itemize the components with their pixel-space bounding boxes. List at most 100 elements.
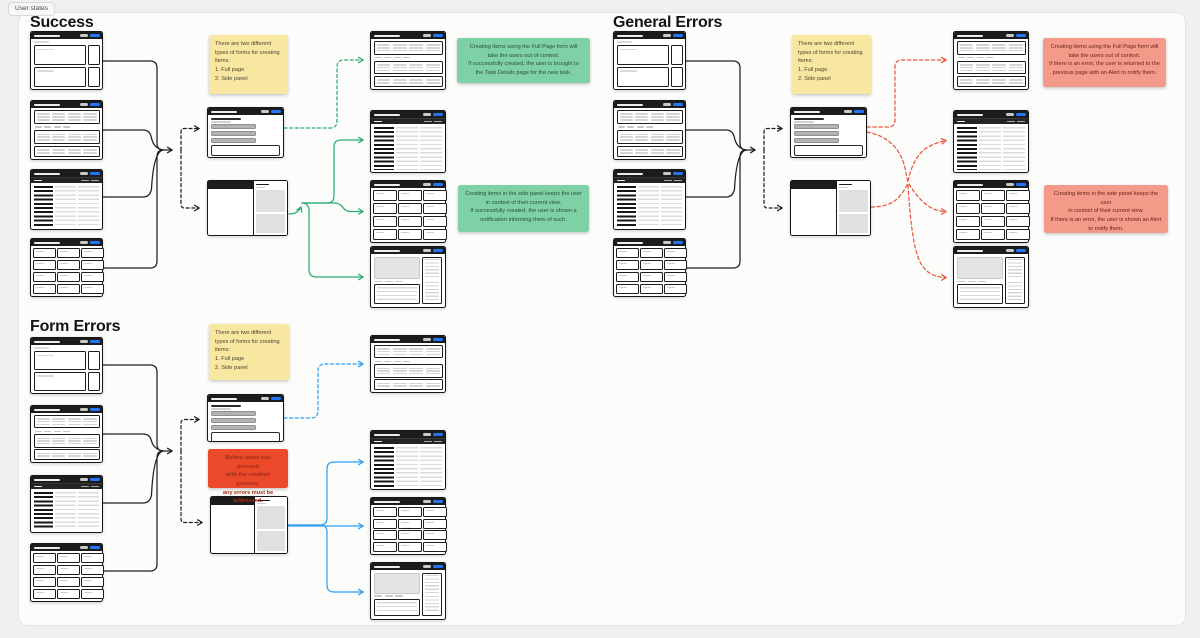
wireframe-board-view[interactable] — [30, 543, 104, 602]
panel-subtitle-line — [839, 186, 849, 189]
note-side-panel-error[interactable]: Creating items in the side panel keeps t… — [1044, 185, 1168, 233]
wireframe-list-view[interactable] — [953, 31, 1029, 90]
board-content — [954, 188, 1032, 242]
detail-content — [614, 45, 685, 89]
secondary-button-pill — [80, 172, 88, 175]
panel-field-block — [257, 530, 285, 551]
primary-button-pill — [1015, 249, 1026, 252]
wireframe-full-page-form[interactable] — [207, 394, 284, 442]
primary-button-pill — [432, 338, 443, 341]
primary-button-pill — [89, 34, 100, 37]
wireframe-table-view[interactable] — [30, 169, 103, 230]
wireframe-detail-view[interactable] — [30, 31, 103, 90]
task-details-content — [954, 254, 1028, 307]
primary-button-pill — [432, 34, 443, 37]
wireframe-side-panel-form[interactable] — [210, 496, 288, 554]
window-header — [31, 544, 102, 551]
window-title-line — [33, 103, 60, 106]
window-title-line — [373, 113, 400, 116]
list-group — [956, 76, 1026, 87]
section-title-general-errors[interactable]: General Errors — [613, 14, 723, 31]
primary-button-pill — [432, 249, 443, 252]
section-title-success[interactable]: Success — [30, 14, 94, 31]
note-form-types[interactable]: There are two different types of forms f… — [209, 35, 288, 94]
primary-button-pill — [432, 183, 443, 186]
wireframe-list-view[interactable] — [370, 335, 446, 393]
wireframe-list-view[interactable] — [30, 405, 103, 463]
window-header — [614, 239, 685, 246]
list-group — [616, 130, 683, 145]
primary-button-pill — [1015, 183, 1026, 186]
form-field — [794, 130, 839, 137]
side-rail-box — [670, 66, 683, 87]
note-full-page-error[interactable]: Creating items using the Full Page form … — [1043, 38, 1166, 87]
secondary-button-pill — [1006, 113, 1014, 116]
row-label-column — [374, 446, 394, 487]
table-content — [371, 124, 445, 172]
wireframe-board-view[interactable] — [953, 180, 1032, 243]
wireframe-task-details-page[interactable] — [953, 246, 1029, 308]
list-group — [373, 364, 443, 378]
table-column — [420, 446, 442, 487]
note-form-types[interactable]: There are two different types of forms f… — [209, 324, 289, 380]
section-title-form-errors[interactable]: Form Errors — [30, 318, 121, 335]
form-footer — [794, 157, 863, 158]
form-title-line — [211, 117, 241, 120]
toolbar-strip — [31, 483, 102, 489]
side-panel — [253, 497, 287, 553]
wireframe-task-details-page[interactable] — [370, 562, 446, 620]
window-title-line — [373, 249, 400, 252]
task-main-column — [957, 256, 1003, 304]
form-field — [211, 137, 256, 143]
list-group — [33, 449, 100, 460]
wireframe-table-view[interactable] — [370, 110, 446, 173]
task-side-fields — [422, 572, 442, 616]
secondary-button-pill — [1006, 183, 1014, 186]
table-column — [396, 126, 418, 170]
wireframe-task-details-page[interactable] — [370, 246, 446, 308]
wireframe-full-page-form[interactable] — [790, 107, 867, 158]
table-column — [78, 491, 99, 530]
secondary-button-pill — [80, 478, 88, 481]
side-rail-box — [87, 45, 100, 65]
wireframe-detail-view[interactable] — [613, 31, 686, 90]
tab-user-states[interactable]: User states — [8, 2, 55, 16]
wireframe-side-panel-form[interactable] — [790, 180, 871, 236]
window-header — [954, 111, 1028, 118]
wireframe-board-view[interactable] — [370, 497, 447, 555]
window-header — [954, 181, 1028, 188]
wireframe-board-view[interactable] — [30, 238, 104, 297]
list-group — [373, 41, 443, 55]
note-form-types[interactable]: There are two different types of forms f… — [792, 35, 871, 94]
filter-chips — [374, 360, 443, 363]
wireframe-board-view[interactable] — [613, 238, 689, 297]
wireframe-table-view[interactable] — [30, 475, 103, 533]
wireframe-table-view[interactable] — [953, 110, 1029, 173]
wireframe-list-view[interactable] — [613, 100, 686, 160]
wireframe-table-view[interactable] — [370, 430, 446, 490]
note-full-page-success[interactable]: Creating items using the Full Page form … — [457, 38, 590, 83]
secondary-button-pill — [663, 241, 671, 244]
page-behind-panel — [211, 497, 254, 553]
form-title-line — [211, 404, 241, 407]
secondary-button-pill — [423, 249, 431, 252]
secondary-button-pill — [1006, 34, 1014, 37]
wireframe-list-view[interactable] — [370, 31, 446, 90]
toolbar-strip — [31, 177, 102, 183]
wireframe-table-view[interactable] — [613, 169, 686, 230]
wireframe-board-view[interactable] — [370, 180, 447, 243]
row-label-column — [34, 185, 53, 227]
wireframe-full-page-form[interactable] — [207, 107, 284, 158]
window-header — [614, 101, 685, 108]
table-column — [78, 185, 99, 227]
form-field — [211, 130, 256, 137]
window-title-line — [956, 113, 983, 116]
note-side-panel-success[interactable]: Creating items in the side panel keeps t… — [458, 185, 589, 232]
list-content — [954, 39, 1028, 89]
wireframe-detail-view[interactable] — [30, 337, 103, 394]
board-content — [614, 246, 689, 296]
wireframe-list-view[interactable] — [30, 100, 103, 160]
wireframe-side-panel-form[interactable] — [207, 180, 288, 236]
primary-button-pill — [89, 172, 100, 175]
note-validation-blocker[interactable]: Before users can proceed with the creati… — [208, 449, 288, 504]
